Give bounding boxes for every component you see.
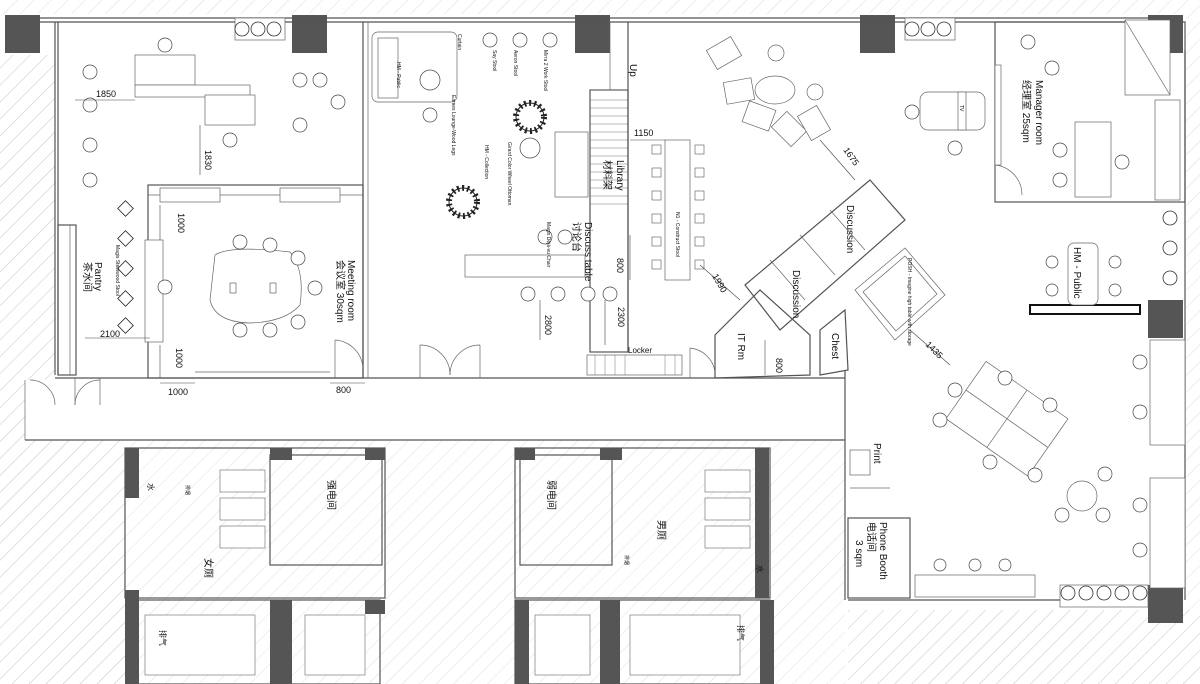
phone-booth-label: Phone Booth	[877, 522, 888, 580]
hm-public-small-label: HM - Public	[395, 62, 401, 88]
color-wheel-ottomans	[446, 100, 547, 219]
posh-label: POSH - Imagine high table with storage	[906, 258, 912, 346]
stair-up-label: Up	[627, 64, 638, 77]
phone-booth-area: 3 sqm	[853, 540, 864, 567]
top-edge-hatch	[0, 0, 1200, 14]
lounge-seating	[705, 35, 832, 148]
chest-label: Chest	[829, 333, 840, 359]
discussion-label-2: Discussion	[790, 270, 801, 318]
workstation-cluster	[945, 360, 1069, 477]
chairs	[82, 32, 1148, 572]
printer	[849, 449, 871, 476]
pantry-bar	[134, 54, 196, 86]
water-label-1: 水	[146, 483, 156, 491]
column	[292, 15, 327, 53]
column	[1148, 300, 1183, 338]
say-stool-label: Say Stool	[491, 50, 497, 71]
fire-label-1: 排烟	[184, 485, 191, 495]
it-room-wall	[714, 289, 811, 379]
dim-1850: 1850	[96, 89, 116, 99]
magis-deja-label: Magis Déjà-vu Chair	[545, 222, 551, 268]
discussion-pods	[744, 179, 906, 331]
dim-2100: 2100	[100, 329, 120, 339]
n1-stools	[651, 144, 705, 270]
library-sofa	[554, 131, 589, 198]
curtain-sofa	[371, 31, 458, 103]
phone-booth-wall	[847, 517, 911, 599]
core-right-wall	[514, 447, 771, 599]
pantry-counter	[57, 224, 77, 376]
stair-treads	[590, 99, 628, 205]
library-label-cn: 材料架	[601, 160, 614, 190]
n1-table	[664, 139, 691, 281]
dim-1000-b: 1000	[174, 348, 184, 368]
meeting-table	[209, 248, 302, 324]
dim-1990: 1990	[710, 272, 729, 294]
dim-1830: 1830	[203, 150, 213, 170]
discuss-table-label: Discuss table	[582, 222, 593, 282]
dim-2300: 2300	[616, 307, 626, 327]
discuss-table-label-cn: 讨论台	[570, 222, 583, 252]
meeting-room-label: Meeting room	[345, 260, 356, 321]
exhaust-label-1: 排气	[158, 630, 168, 646]
female-wc-label: 女厕	[202, 558, 215, 578]
hm-public-counter	[1029, 304, 1141, 315]
dim-800-a: 800	[336, 385, 351, 395]
weak-room-label: 弱电间	[545, 480, 558, 510]
magis-stool-label: Magis Steelwood Stool	[114, 245, 120, 296]
pantry-label-cn: 茶水间	[81, 262, 94, 292]
chest-wall	[819, 308, 849, 376]
dim-1675: 1675	[841, 145, 861, 167]
meeting-room-label-cn: 会议室 30sqm	[334, 260, 347, 323]
column	[5, 15, 40, 53]
elec-room-label: 强电间	[325, 480, 338, 510]
dim-1150: 1150	[634, 128, 653, 138]
core-left-wall	[124, 447, 386, 599]
hm-collection-label: HM - Collection	[483, 145, 489, 179]
mirra-stool-label: Mirra 2 Work Stool	[542, 50, 548, 91]
locker-label: Locker	[628, 346, 652, 355]
dim-800-b: 800	[615, 258, 625, 273]
phone-booth-label-cn: 电话间	[865, 522, 878, 552]
eames-lounge-label: Eames Lounge-Wood Legs	[450, 95, 456, 156]
curtain-label: Curtain	[456, 34, 462, 50]
dim-800-c: 800	[774, 358, 784, 373]
dim-2800: 2800	[543, 315, 553, 335]
fire-label-2: 排烟	[623, 555, 630, 565]
pantry-label: Pantry	[92, 262, 103, 291]
exterior-hatch-bottom-left	[25, 440, 125, 684]
posh-table	[854, 247, 946, 341]
male-wc-label: 男厕	[655, 520, 667, 540]
ceiling-fan-row	[234, 21, 1178, 601]
library-bench	[464, 254, 586, 278]
discussion-label-1: Discussion	[844, 205, 855, 253]
aeron-stool-label: Aeron Stool	[512, 50, 518, 76]
exterior-hatch-bottom-right	[848, 610, 1200, 684]
manager-desk	[1074, 121, 1112, 198]
right-edge-hatch	[1186, 14, 1200, 614]
tv-label: TV	[958, 105, 964, 112]
it-room-label: IT Rm	[735, 333, 746, 360]
round-table	[1066, 480, 1098, 512]
column	[575, 15, 610, 53]
print-label: Print	[871, 443, 882, 464]
library-label: Library	[614, 160, 625, 191]
locker	[586, 354, 683, 376]
exhaust-label-2: 排气	[736, 625, 746, 641]
dim-1000-c: 1000	[168, 387, 188, 397]
hm-public-label: HM - Public	[1071, 247, 1082, 299]
column	[860, 15, 895, 53]
water-label-2: 水	[755, 565, 765, 573]
pantry-stools	[117, 200, 134, 334]
tv-cabinet	[919, 91, 986, 131]
dim-1000-a: 1000	[176, 213, 186, 233]
n1-stool-label: N1 - Construct Stool	[674, 212, 680, 257]
exterior-hatch-left	[0, 55, 55, 684]
manager-room-label: Manager room	[1033, 80, 1044, 145]
manager-room-label-cn: 经理室 25sqm	[1020, 80, 1033, 143]
column	[1148, 585, 1183, 623]
girard-ottoman-label: Girard Color Wheel Ottoman	[506, 142, 512, 206]
